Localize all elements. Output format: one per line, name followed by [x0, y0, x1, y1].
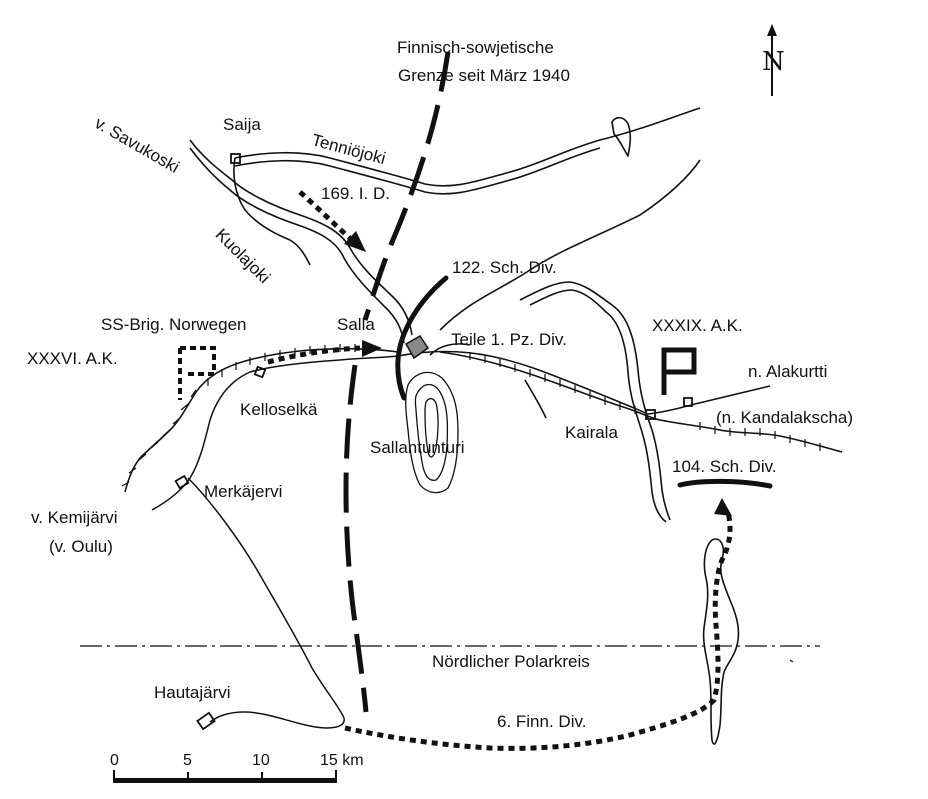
misc-marks	[789, 659, 794, 663]
kemijarvi-label: v. Kemijärvi	[31, 508, 118, 527]
ss-brig-marker	[178, 346, 216, 400]
saija-label: Saija	[223, 115, 261, 134]
rivers	[189, 107, 740, 745]
merkajervi-label: Merkäjervi	[204, 482, 283, 501]
kuolajoki-river	[189, 139, 413, 336]
merkajervi-marker	[174, 474, 190, 490]
kelloselka-label: Kelloselkä	[240, 400, 318, 419]
scale-tick-0: 0	[110, 752, 119, 769]
border-label-line2: Grenze seit März 1940	[398, 66, 570, 85]
attack-arrows	[267, 190, 733, 751]
sallantunturi-hill	[405, 371, 459, 494]
alakurtti-label: n. Alakurtti	[748, 362, 828, 381]
railways	[124, 347, 843, 493]
tenniojoki-river	[234, 107, 701, 187]
scale-tick-15: 15 km	[320, 752, 364, 769]
sallantunturi-label: Sallantunturi	[370, 438, 465, 457]
railway-ticks	[121, 344, 821, 487]
north-arrow-icon	[767, 24, 777, 96]
unit-122-label: 122. Sch. Div.	[452, 258, 557, 277]
saija-marker	[230, 153, 241, 164]
road-hautajarvi	[187, 477, 345, 729]
pzdiv-label: Teile 1. Pz. Div.	[451, 330, 567, 349]
border-line	[343, 51, 451, 713]
unit-169-label: 169. I. D.	[321, 184, 390, 203]
polar-circle-label: Nördlicher Polarkreis	[432, 652, 590, 671]
kandalakscha-label: (n. Kandalakscha)	[716, 408, 854, 427]
scale-tick-5: 5	[183, 752, 192, 769]
xxxix-label: XXXIX. A.K.	[652, 316, 743, 335]
arrow-heads	[344, 231, 732, 516]
unit-finn6-label: 6. Finn. Div.	[497, 712, 587, 731]
oulu-label: (v. Oulu)	[49, 537, 113, 556]
salla-label: Salla	[337, 315, 375, 334]
xxxvi-label: XXXVI. A.K.	[27, 349, 118, 368]
front-122	[395, 275, 449, 401]
scale-bar	[113, 770, 337, 783]
north-label: N	[762, 47, 785, 77]
xxxix-flag-marker	[661, 347, 697, 395]
unit-104-label: 104. Sch. Div.	[672, 457, 777, 476]
kairala-marker	[645, 409, 656, 420]
salla-marker	[404, 335, 430, 360]
border-label-line1: Finnisch-sowjetische	[397, 38, 554, 57]
road-salla-kairala	[397, 350, 649, 415]
scale-tick-10: 10	[252, 752, 270, 769]
town-markers	[174, 153, 693, 731]
railway-east	[439, 351, 843, 453]
railway-west	[124, 347, 399, 493]
hautajarvi-marker	[196, 711, 216, 731]
front-lines	[395, 275, 773, 489]
ss-brig-label: SS-Brig. Norwegen	[101, 315, 247, 334]
hautajarvi-label: Hautajärvi	[154, 683, 231, 702]
kelloselka-marker	[253, 365, 267, 379]
roads	[151, 350, 771, 729]
kairala-label: Kairala	[565, 423, 618, 442]
front-104	[677, 478, 773, 489]
